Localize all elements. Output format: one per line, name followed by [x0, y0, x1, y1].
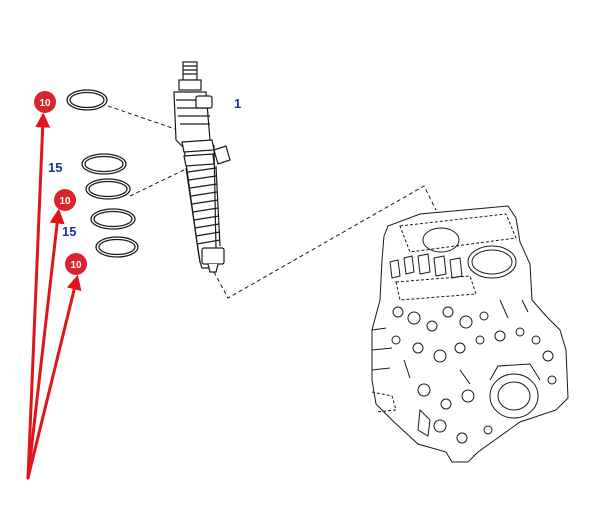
leader-line: [107, 105, 189, 197]
part-badge[interactable]: 10: [34, 91, 56, 113]
part-badge-label: 10: [39, 98, 51, 109]
engine-block-icon: [371, 205, 569, 463]
callout-label-injector: 1: [234, 96, 241, 111]
red-arrow: [26, 274, 82, 480]
o-ring-icon: [95, 236, 139, 258]
part-badge[interactable]: 10: [65, 253, 87, 275]
o-ring-icon: [85, 178, 131, 200]
callout-label-ring-lower: 15: [62, 224, 76, 239]
part-badge-label: 10: [70, 260, 82, 271]
leader-line: [213, 185, 437, 299]
o-ring-icon: [90, 208, 136, 230]
o-ring-icon: [81, 153, 127, 175]
fuel-injector-icon: [173, 61, 231, 273]
red-arrow: [26, 112, 51, 480]
part-badge[interactable]: 10: [54, 189, 76, 211]
o-ring-icon: [66, 89, 108, 111]
callout-label-ring-upper: 15: [48, 160, 62, 175]
red-arrow: [26, 208, 65, 480]
part-badge-label: 10: [59, 196, 71, 207]
